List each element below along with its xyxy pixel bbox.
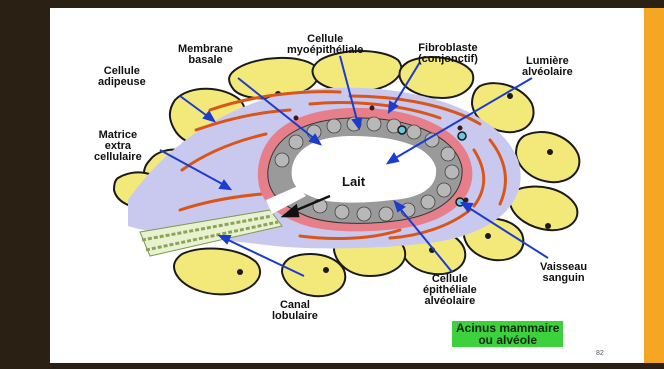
epithelial-cell: [357, 207, 371, 221]
label-cellule-adipeuse: Cellule adipeuse: [98, 66, 146, 88]
nucleus: [485, 233, 491, 239]
epithelial-cell: [441, 147, 455, 161]
vessel: [458, 132, 466, 140]
white-dash-mark: [92, 212, 97, 214]
epithelial-cell: [327, 119, 341, 133]
adipose-cell: [313, 51, 402, 92]
myo-nucleus: [370, 106, 375, 111]
adipose-cell: [510, 187, 577, 231]
vessel: [398, 126, 406, 134]
epithelial-cell: [437, 183, 451, 197]
epithelial-cell: [421, 195, 435, 209]
adipose-cell: [516, 132, 579, 182]
diagram-title-badge: Acinus mammaire ou alvéole: [452, 321, 563, 347]
myo-nucleus: [294, 116, 299, 121]
nucleus: [545, 223, 551, 229]
epithelial-cell: [275, 153, 289, 167]
label-lumiere-alveolaire: Lumière alvéolaire: [522, 56, 573, 78]
epithelial-cell: [289, 135, 303, 149]
label-lait: Lait: [342, 176, 365, 187]
epithelial-cell: [379, 207, 393, 221]
nucleus: [547, 149, 553, 155]
nucleus: [507, 93, 513, 99]
label-vaisseau-sanguin: Vaisseau sanguin: [540, 262, 587, 284]
adipose-cell: [282, 254, 345, 296]
epithelial-cell: [407, 125, 421, 139]
label-canal-lobulaire: Canal lobulaire: [272, 300, 318, 322]
label-cellule-myoepitheliale: Cellule myoépithéliale: [287, 34, 363, 56]
epithelial-cell: [367, 117, 381, 131]
epithelial-cell: [445, 165, 459, 179]
page-number: 82: [596, 350, 604, 357]
label-cellule-epitheliale: Cellule épithéliale alvéolaire: [423, 274, 477, 307]
label-matrice-extra-cellulaire: Matrice extra cellulaire: [94, 130, 142, 163]
label-membrane-basale: Membrane basale: [178, 44, 233, 66]
myo-nucleus: [458, 126, 463, 131]
epithelial-cell: [401, 203, 415, 217]
nucleus: [323, 267, 329, 273]
adipose-cell: [174, 248, 260, 294]
epithelial-cell: [335, 205, 349, 219]
label-fibroblaste: Fibroblaste (conjonctif): [418, 43, 478, 65]
nucleus: [237, 269, 243, 275]
